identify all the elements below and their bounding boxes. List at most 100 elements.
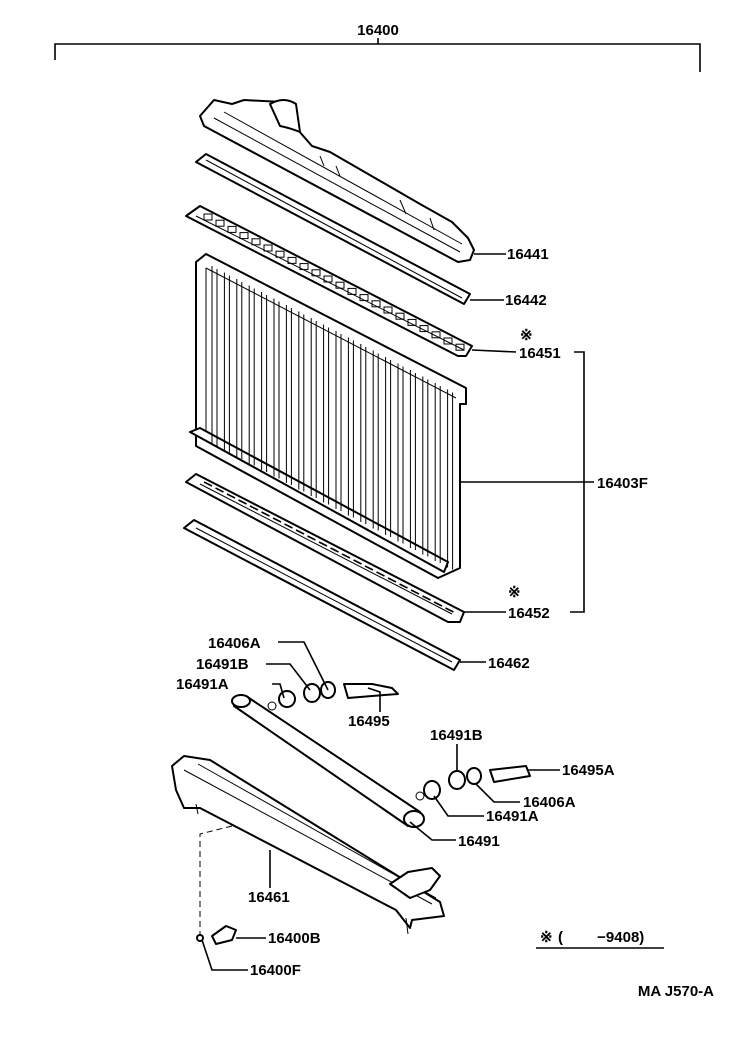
label-plate-lower: 16452	[508, 605, 550, 622]
upper-plate-holes	[203, 213, 465, 351]
right-fittings	[415, 765, 531, 801]
note-text: ( −9408)	[558, 929, 644, 946]
plate-hole	[431, 331, 441, 339]
core-tube	[409, 370, 416, 550]
plate-slot	[387, 577, 397, 583]
lower-plate-slots	[203, 481, 454, 613]
plate-slot	[341, 553, 351, 559]
plate-hole	[203, 213, 213, 221]
plate-slot	[272, 517, 282, 523]
radiator-core	[189, 253, 467, 579]
leader-lines	[201, 253, 594, 971]
upper-gasket	[195, 153, 471, 305]
plate-hole	[335, 281, 345, 289]
asterisk-plate-upper: ※	[520, 327, 533, 344]
label-gasket-left-b: 16491B	[196, 656, 249, 673]
label-washer-left: 16406A	[208, 635, 261, 652]
plate-hole	[323, 275, 333, 283]
plate-slot	[238, 499, 247, 505]
label-drain-cock: 16400B	[268, 930, 321, 947]
note-mark: ※	[540, 929, 553, 946]
core-tube	[347, 337, 354, 518]
plate-hole	[311, 269, 321, 277]
core-tube	[298, 311, 305, 492]
plate-hole	[371, 300, 381, 308]
plate-slot	[422, 595, 431, 601]
plate-hole	[419, 325, 429, 333]
plate-hole	[227, 225, 237, 233]
plate-slot	[353, 559, 362, 565]
diagram-code: MA J570-A	[638, 983, 714, 1000]
label-drain-plug: 16400F	[250, 962, 301, 979]
label-gasket-upper: 16442	[505, 292, 547, 309]
lower-gasket	[183, 519, 461, 671]
plate-slot	[307, 535, 316, 541]
label-gasket-right-b: 16491B	[430, 727, 483, 744]
core-tube	[372, 350, 379, 531]
label-oring-left-a: 16491A	[176, 676, 229, 693]
label-cooler: 16491	[458, 833, 500, 850]
core-tube	[323, 324, 330, 505]
label-fitting-right: 16495A	[562, 762, 615, 779]
label-oring-right-a: 16491A	[486, 808, 539, 825]
plate-slot	[215, 487, 224, 493]
label-core: 16403F	[597, 475, 648, 492]
plate-hole	[215, 219, 225, 227]
core-tube	[335, 331, 342, 511]
left-fittings	[267, 681, 399, 711]
core-tube	[236, 279, 243, 459]
plate-hole	[347, 287, 357, 295]
plate-slot	[433, 601, 443, 607]
plate-slot	[399, 583, 408, 589]
drain-parts	[196, 825, 237, 945]
label-fitting-left: 16495	[348, 713, 390, 730]
label-washer-right: 16406A	[523, 794, 576, 811]
plate-hole	[251, 238, 261, 246]
core-tube	[223, 272, 230, 453]
core-tube	[447, 389, 454, 570]
core-tube	[422, 376, 429, 557]
core-tube	[434, 383, 441, 563]
upper-plate	[185, 205, 473, 357]
plate-hole	[275, 250, 285, 258]
plate-hole	[395, 312, 405, 320]
core-tube	[397, 363, 404, 544]
plate-slot	[364, 565, 374, 571]
core-tube	[248, 285, 255, 466]
plate-hole	[239, 232, 249, 240]
core-tube	[285, 305, 292, 485]
plate-slot	[261, 511, 270, 517]
label-gasket-lower: 16462	[488, 655, 530, 672]
plate-hole	[443, 337, 453, 345]
assembly-bracket	[54, 38, 701, 72]
plate-slot	[318, 541, 328, 547]
upper-tank	[199, 99, 475, 263]
plate-hole	[299, 263, 309, 271]
plate-slot	[284, 523, 293, 529]
plate-slot	[295, 529, 305, 535]
plate-hole	[383, 306, 393, 314]
core-tube	[273, 298, 280, 479]
label-tank-lower: 16461	[248, 889, 290, 906]
plate-slot	[330, 547, 339, 553]
core-tube	[310, 318, 317, 498]
core-tube	[360, 344, 367, 524]
lower-tank	[171, 755, 445, 935]
core-fins	[211, 266, 454, 570]
core-tube	[261, 292, 268, 472]
plate-hole	[287, 256, 297, 264]
label-plate-upper: 16451	[519, 345, 561, 362]
label-assembly: 16400	[357, 22, 399, 39]
plate-slot	[226, 493, 236, 499]
plate-hole	[455, 343, 465, 351]
plate-slot	[445, 607, 454, 613]
lower-plate	[185, 473, 465, 623]
plate-hole	[359, 294, 369, 302]
plate-slot	[376, 571, 385, 577]
plate-hole	[263, 244, 273, 252]
core-tube	[211, 266, 218, 446]
oil-cooler	[231, 694, 425, 828]
plate-slot	[203, 481, 213, 487]
core-tube	[385, 357, 392, 537]
